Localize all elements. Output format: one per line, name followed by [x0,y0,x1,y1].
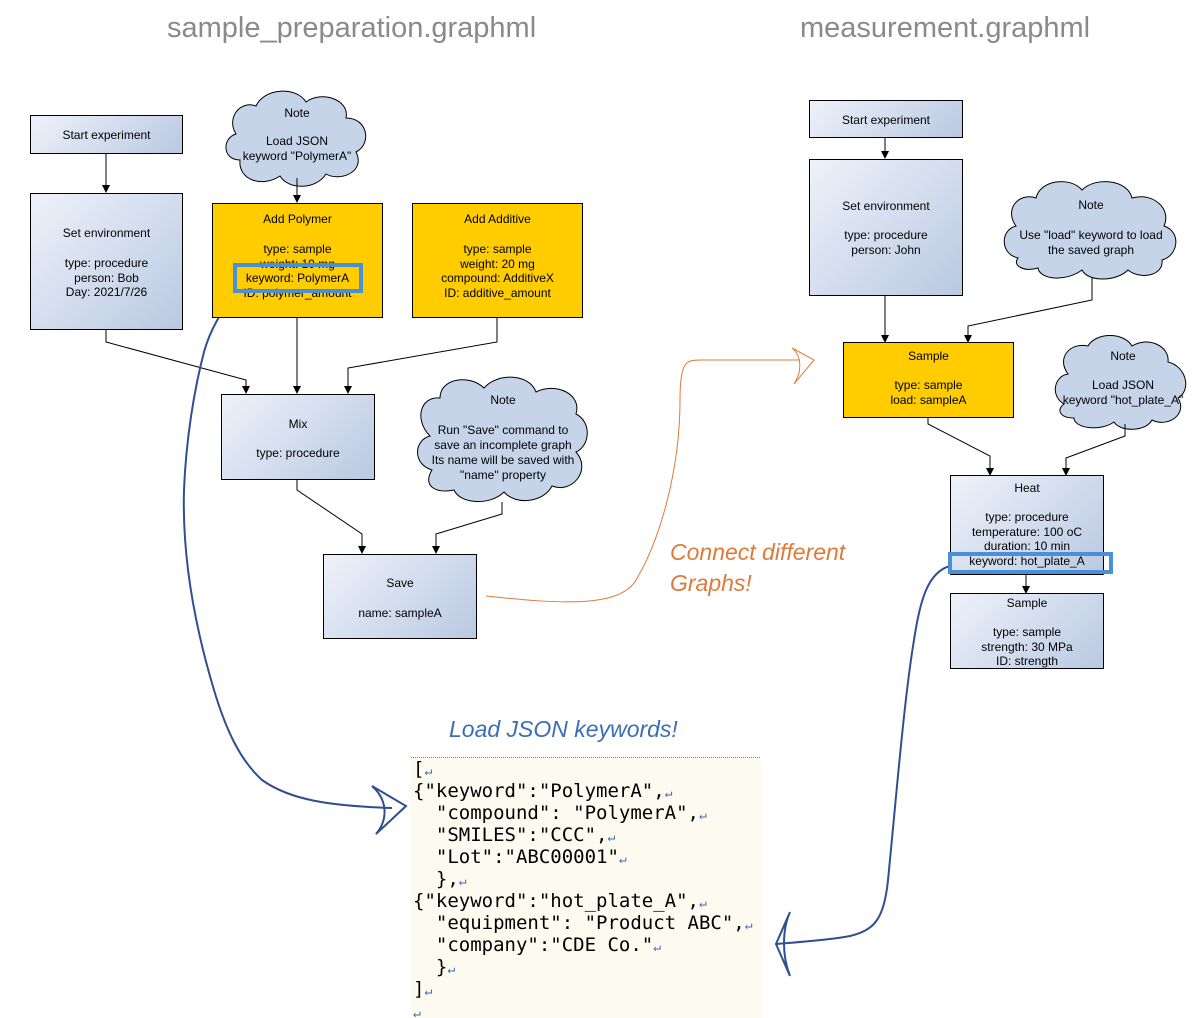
json-line: [ [413,758,425,780]
json-keywords-block: [↵ {"keyword":"PolymerA",↵ "compound": "… [411,758,761,1018]
hot-plate-keyword-highlight [948,552,1113,574]
left-start-experiment-node: Start experiment [30,115,183,154]
left-note2-cloud-shape [417,376,588,503]
add-polymer-node: Add Polymer type: sample weight: 10 mg k… [212,203,383,318]
json-line: "company":"CDE Co." [413,934,654,956]
json-line: "equipment": "Product ABC", [413,912,745,934]
right-sample-strength-node: Sample type: sample strength: 30 MPa ID:… [950,593,1104,669]
polymer-keyword-highlight [233,263,363,293]
json-line: "compound": "PolymerA", [413,802,699,824]
right-sample-load-node: Sample type: sample load: sampleA [843,342,1014,418]
left-note-save: Note Run "Save" command to save an incom… [431,393,575,482]
json-line: {"keyword":"hot_plate_A", [413,890,699,912]
right-start-experiment-node: Start experiment [809,100,963,138]
json-line: {"keyword":"PolymerA", [413,780,665,802]
connect-graphs-annotation: Connect different Graphs! [670,539,846,596]
left-graph-title: sample_preparation.graphml [167,12,537,44]
save-node: Save name: sampleA [323,554,477,639]
left-note1-cloud-shape [225,90,367,187]
right-note-load-json: Note Load JSON keyword "hot_plate_A" [1062,349,1184,407]
load-json-annotation: Load JSON keywords! [449,716,678,742]
navy-connector-right [775,565,951,945]
right-set-environment-node: Set environment type: procedure person: … [809,159,963,296]
json-line: "Lot":"ABC00001" [413,846,619,868]
json-line: } [413,956,448,978]
json-line: }, [413,868,459,890]
left-note-load-json: Note Load JSON keyword "PolymerA" [242,106,352,163]
heat-node: Heat type: procedure temperature: 100 oC… [950,475,1104,575]
left-set-environment-node: Set environment type: procedure person: … [30,193,183,330]
json-line: ] [413,978,425,1000]
mix-node: Mix type: procedure [221,394,375,480]
right-note-load: Note Use "load" keyword to load the save… [1019,198,1163,257]
add-additive-node: Add Additive type: sample weight: 20 mg … [412,203,583,318]
json-line: "SMILES":"CCC", [413,824,608,846]
right-note2-cloud-shape [1054,335,1187,430]
navy-connector-left [182,295,393,809]
right-note1-cloud-shape [1003,181,1177,280]
right-graph-title: measurement.graphml [800,12,1091,44]
orange-connector [485,359,800,603]
